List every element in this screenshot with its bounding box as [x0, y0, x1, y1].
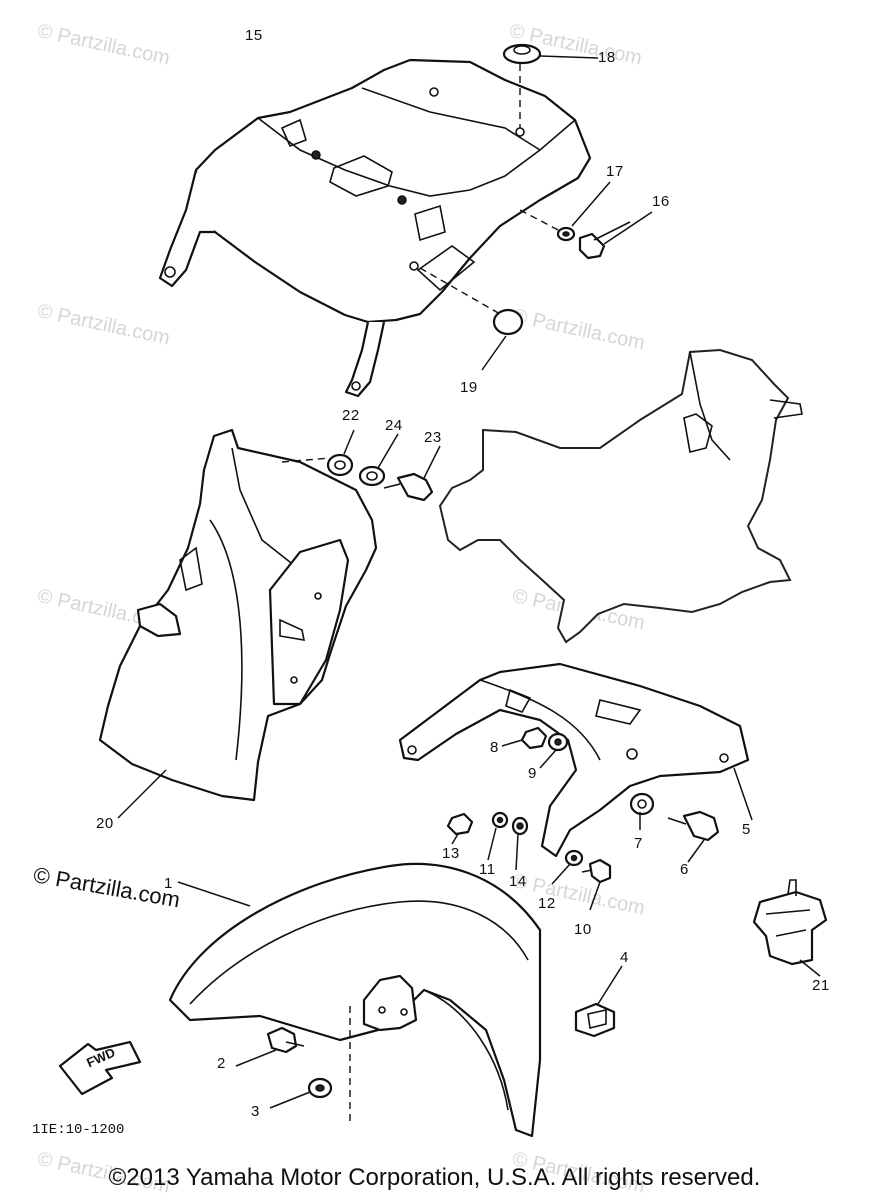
washer-part-17	[556, 181, 611, 242]
callout-1: 1	[164, 875, 173, 892]
callout-17: 17	[606, 163, 624, 180]
washer-part-24	[358, 433, 399, 487]
callout-3: 3	[251, 1103, 260, 1120]
callout-24: 24	[385, 417, 403, 434]
bolt-part-16	[519, 209, 653, 260]
callout-11: 11	[479, 861, 496, 878]
callout-8: 8	[490, 739, 499, 756]
bolt-part-2	[235, 1026, 305, 1067]
callout-9: 9	[528, 765, 537, 782]
cap-part-19	[419, 267, 524, 371]
callout-10: 10	[574, 921, 592, 938]
washer-part-11	[487, 811, 509, 861]
callout-15: 15	[245, 27, 263, 44]
copyright-notice: ©2013 Yamaha Motor Corporation, U.S.A. A…	[108, 1164, 761, 1191]
frame-reference	[438, 348, 803, 644]
fender-stay-part-5	[398, 662, 753, 858]
nut-part-8	[501, 726, 548, 750]
bolt-part-10	[581, 858, 612, 911]
nut-part-3	[269, 1077, 333, 1109]
callout-23: 23	[424, 429, 442, 446]
callout-20: 20	[96, 815, 114, 832]
callout-14: 14	[509, 873, 527, 890]
reflector-part-4	[574, 965, 623, 1038]
nut-part-13	[446, 812, 474, 845]
callout-6: 6	[680, 861, 689, 878]
front-fender-part-1	[168, 862, 542, 1138]
bolt-part-23	[383, 445, 441, 502]
washer-part-9	[539, 732, 569, 769]
bolt-part-6	[667, 810, 720, 863]
callout-12: 12	[538, 895, 556, 912]
washer-part-14	[511, 816, 529, 871]
diagram-code: 1IE:10-1200	[32, 1122, 125, 1138]
washer-part-12	[551, 849, 584, 885]
inner-fender-part-20	[98, 428, 378, 819]
fwd-arrow	[58, 1040, 142, 1096]
washer-part-7	[629, 792, 655, 830]
callout-22: 22	[342, 407, 360, 424]
callout-21: 21	[812, 977, 830, 994]
callout-19: 19	[460, 379, 478, 396]
collar-part-22	[326, 429, 355, 477]
callout-4: 4	[620, 949, 629, 966]
rear-cover-part-15	[158, 58, 592, 398]
grommet-part-18	[502, 43, 599, 128]
callout-7: 7	[634, 835, 643, 852]
callout-13: 13	[442, 845, 460, 862]
callout-5: 5	[742, 821, 751, 838]
callout-16: 16	[652, 193, 670, 210]
callout-2: 2	[217, 1055, 226, 1072]
callout-18: 18	[598, 49, 616, 66]
clip-part-21	[752, 879, 828, 977]
